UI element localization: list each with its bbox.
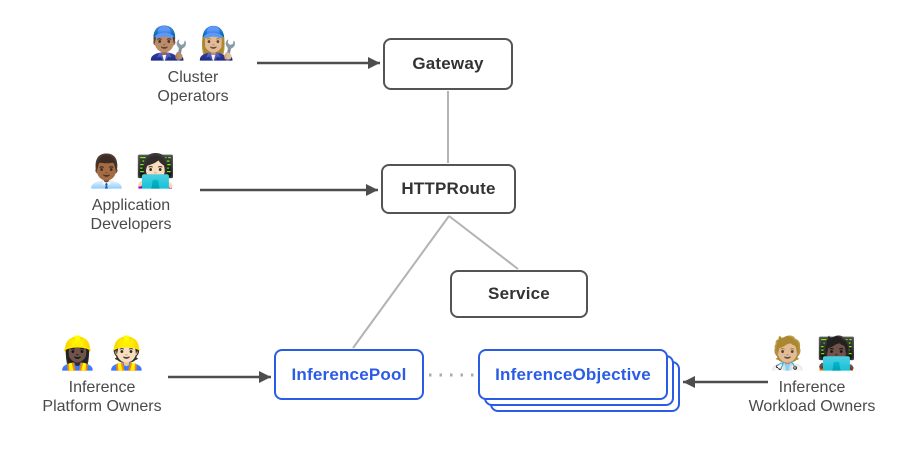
persona-inference-platform-owners: 👷🏿‍♀️ 👷🏻 Inference Platform Owners: [0, 332, 212, 416]
node-service: Service: [450, 270, 588, 318]
node-inferenceobjective-stack: InferenceObjective: [478, 349, 680, 412]
persona-label-line1: Cluster: [167, 69, 219, 86]
persona-label: Inference Workload Owners: [702, 378, 902, 416]
persona-label: Inference Platform Owners: [0, 378, 212, 416]
persona-label: Application Developers: [21, 196, 241, 234]
persona-inference-workload-owners: 🧑🏼‍⚕️ 🧑🏿‍💻 Inference Workload Owners: [702, 332, 902, 416]
mechanics-emoji-icon: 👨🏽‍🔧 👩🏼‍🔧: [148, 25, 238, 61]
node-httproute: HTTPRoute: [381, 164, 516, 214]
node-gateway: Gateway: [383, 38, 513, 90]
health-worker-technologist-emoji-icon: 🧑🏼‍⚕️ 🧑🏿‍💻: [767, 335, 857, 371]
node-inferenceobjective: InferenceObjective: [478, 349, 668, 400]
persona-label-line1: Application: [91, 197, 171, 214]
edge-httproute-service: [448, 215, 519, 270]
edge-httproute-inferencepool: [352, 215, 450, 349]
node-inferencepool: InferencePool: [274, 349, 424, 400]
persona-label-line2: Operators: [157, 88, 229, 105]
persona-application-developers: 👨🏾‍💼 👩🏻‍💻 Application Developers: [21, 150, 241, 234]
persona-label: Cluster Operators: [83, 68, 303, 106]
persona-label-line2: Workload Owners: [748, 398, 876, 415]
persona-label-line1: Inference: [778, 379, 846, 396]
persona-label-line2: Developers: [90, 216, 172, 233]
office-worker-technologist-emoji-icon: 👨🏾‍💼 👩🏻‍💻: [86, 153, 176, 189]
persona-label-line2: Platform Owners: [42, 398, 162, 415]
persona-cluster-operators: 👨🏽‍🔧 👩🏼‍🔧 Cluster Operators: [83, 22, 303, 106]
construction-workers-emoji-icon: 👷🏿‍♀️ 👷🏻: [57, 335, 147, 371]
persona-label-line1: Inference: [68, 379, 136, 396]
